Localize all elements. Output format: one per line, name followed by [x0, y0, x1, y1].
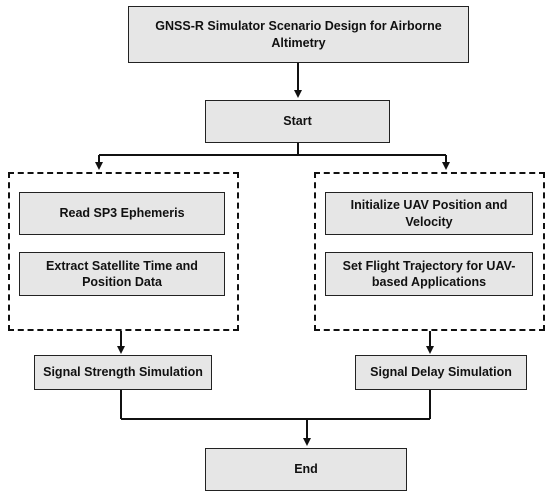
read-sp3-label: Read SP3 Ephemeris: [59, 206, 185, 221]
left-group-container: [8, 172, 239, 331]
right-group-container: [314, 172, 545, 331]
signal-delay-label: Signal Delay Simulation: [370, 365, 512, 380]
title-node: GNSS-R Simulator Scenario Design for Air…: [128, 6, 469, 63]
end-node: End: [205, 448, 407, 491]
set-trajectory-label: Set Flight Trajectory for UAV-based Appl…: [342, 258, 516, 289]
title-node-label: GNSS-R Simulator Scenario Design for Air…: [155, 19, 442, 50]
init-uav-label: Initialize UAV Position and Velocity: [350, 198, 508, 229]
signal-delay-node: Signal Delay Simulation: [355, 355, 527, 390]
signal-strength-node: Signal Strength Simulation: [34, 355, 212, 390]
signal-strength-label: Signal Strength Simulation: [43, 365, 203, 380]
end-node-label: End: [294, 462, 318, 477]
read-sp3-node: Read SP3 Ephemeris: [19, 192, 225, 235]
extract-satellite-node: Extract Satellite Time and Position Data: [19, 252, 225, 296]
extract-satellite-label: Extract Satellite Time and Position Data: [46, 258, 198, 289]
init-uav-node: Initialize UAV Position and Velocity: [325, 192, 533, 235]
start-node-label: Start: [283, 114, 312, 129]
set-trajectory-node: Set Flight Trajectory for UAV-based Appl…: [325, 252, 533, 296]
start-node: Start: [205, 100, 390, 143]
